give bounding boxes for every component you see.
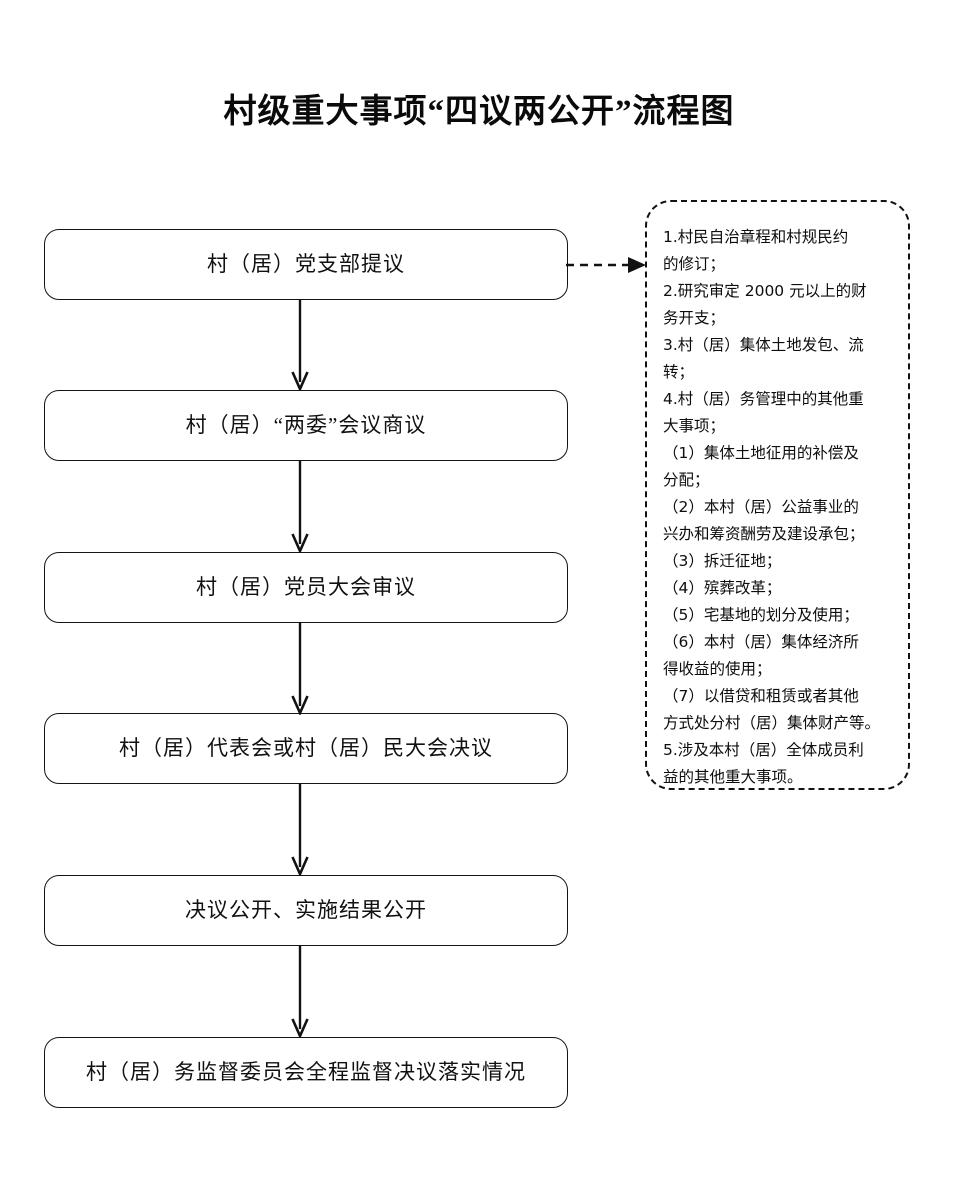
arrow-down-icon-step5-step6 <box>291 946 309 1038</box>
scope-note-line: （3）拆迁征地； <box>663 552 782 570</box>
scope-note-list: 1.村民自治章程和村规民约 的修订； 2.研究审定 2000 元以上的财 务开支… <box>663 224 894 791</box>
page-title: 村级重大事项“四议两公开”流程图 <box>223 94 735 130</box>
scope-note-line: 益的其他重大事项。 <box>663 768 803 786</box>
scope-note-line: 2.研究审定 2000 元以上的财 <box>663 282 867 300</box>
flow-step-2-label: 村（居）“两委”会议商议 <box>185 413 427 437</box>
scope-note-line: 转； <box>663 363 695 381</box>
flow-step-6[interactable]: 村（居）务监督委员会全程监督决议落实情况 <box>44 1037 568 1108</box>
scope-note-line: 的修订； <box>663 255 726 273</box>
scope-note-line: 得收益的使用； <box>663 660 772 678</box>
flow-step-1[interactable]: 村（居）党支部提议 <box>44 229 568 300</box>
scope-note-panel: 1.村民自治章程和村规民约 的修订； 2.研究审定 2000 元以上的财 务开支… <box>645 200 910 790</box>
scope-note-line: 大事项； <box>663 417 726 435</box>
arrow-down-icon-step2-step3 <box>291 461 309 553</box>
flow-step-3[interactable]: 村（居）党员大会审议 <box>44 552 568 623</box>
scope-note-line: 5.涉及本村（居）全体成员利 <box>663 741 864 759</box>
flow-step-5-label: 决议公开、实施结果公开 <box>185 898 427 922</box>
scope-note-line: 3.村（居）集体土地发包、流 <box>663 336 864 354</box>
scope-note-line: （5）宅基地的划分及使用； <box>663 606 859 624</box>
scope-note-line: （2）本村（居）公益事业的 <box>663 498 859 516</box>
scope-note-line: （6）本村（居）集体经济所 <box>663 633 859 651</box>
flow-step-4-label: 村（居）代表会或村（居）民大会决议 <box>119 736 493 760</box>
scope-note-line: 方式处分村（居）集体财产等。 <box>663 714 881 732</box>
flow-step-2[interactable]: 村（居）“两委”会议商议 <box>44 390 568 461</box>
arrow-down-icon-step4-step5 <box>291 784 309 876</box>
scope-note-line: 1.村民自治章程和村规民约 <box>663 228 849 246</box>
scope-note-line: （1）集体土地征用的补偿及 <box>663 444 859 462</box>
flow-step-3-label: 村（居）党员大会审议 <box>196 575 416 599</box>
arrow-right-dashed-icon-step1-to-scope-note <box>566 257 646 273</box>
scope-note-line: （7）以借贷和租赁或者其他 <box>663 687 859 705</box>
arrow-down-icon-step1-step2 <box>291 299 309 391</box>
flow-step-1-label: 村（居）党支部提议 <box>207 252 405 276</box>
scope-note-line: 务开支； <box>663 309 726 327</box>
scope-note-line: 兴办和筹资酬劳及建设承包； <box>663 525 865 543</box>
flow-step-6-label: 村（居）务监督委员会全程监督决议落实情况 <box>86 1060 526 1084</box>
scope-note-line: （4）殡葬改革； <box>663 579 782 597</box>
flow-step-5[interactable]: 决议公开、实施结果公开 <box>44 875 568 946</box>
flow-step-4[interactable]: 村（居）代表会或村（居）民大会决议 <box>44 713 568 784</box>
scope-note-line: 4.村（居）务管理中的其他重 <box>663 390 864 408</box>
arrow-down-icon-step3-step4 <box>291 623 309 715</box>
scope-note-line: 分配； <box>663 471 710 489</box>
